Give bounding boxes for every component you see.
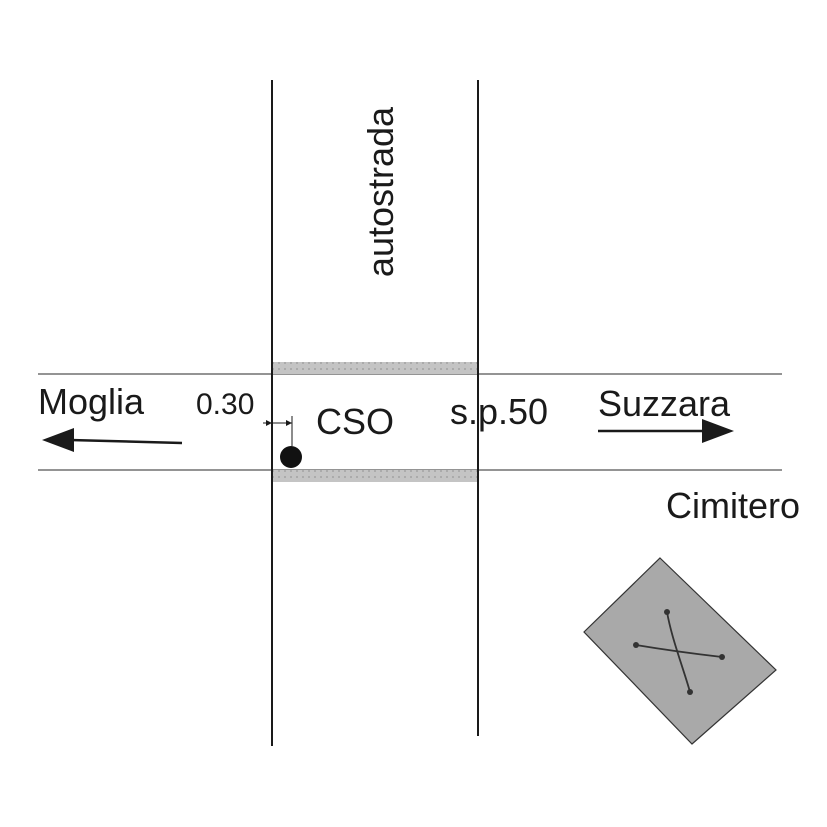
landmark-label: Cimitero: [666, 485, 800, 526]
road-code-label: s.p.50: [450, 391, 548, 432]
distance-label: 0.30: [196, 388, 254, 421]
arrow-left-icon: [42, 428, 183, 452]
overpass-band-top: [272, 362, 478, 374]
right-direction-label: Suzzara: [598, 383, 731, 424]
arrow-right-icon: [598, 419, 734, 443]
cemetery-cross-icon: [583, 557, 777, 745]
left-direction-label: Moglia: [38, 381, 145, 422]
overpass-band-bottom: [272, 470, 478, 482]
station-point-icon: [280, 446, 302, 468]
distance-dimension-mark: [263, 416, 293, 446]
highway-label: autostrada: [360, 106, 401, 277]
station-code-label: CSO: [316, 401, 394, 442]
